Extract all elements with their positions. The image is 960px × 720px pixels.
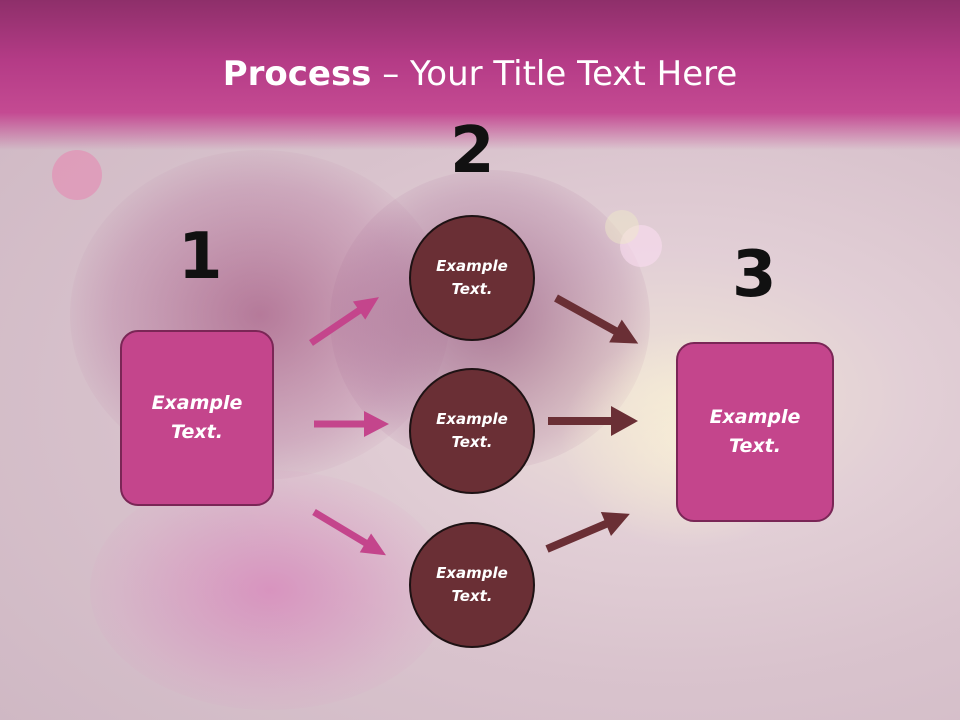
title-rest: – Your Title Text Here [371, 54, 738, 94]
step-number-1: 1 [178, 220, 223, 294]
step-1-box[interactable]: Example Text. [120, 330, 274, 506]
circle-top-line2: Text. [451, 280, 493, 298]
title-bold: Process [222, 54, 372, 94]
arrow-left-top [309, 297, 379, 346]
arrow-left-bottom [312, 508, 387, 556]
arrow-left-middle [314, 411, 389, 437]
circle-bottom-line2: Text. [451, 587, 493, 605]
step-number-3: 3 [732, 238, 777, 312]
circle-middle-line2: Text. [451, 433, 493, 451]
step-3-box[interactable]: Example Text. [676, 342, 834, 522]
background-flower-shape [90, 470, 450, 710]
circle-top-line1: Example [436, 257, 508, 275]
circle-middle[interactable]: Example Text. [409, 368, 535, 494]
slide-title: Process – Your Title Text Here [0, 52, 960, 96]
step-1-line1: Example [151, 392, 243, 414]
title-bar [0, 0, 960, 150]
arrow-right-middle [548, 406, 638, 436]
step-1-line2: Text. [171, 421, 223, 443]
step-3-line2: Text. [729, 435, 781, 457]
step-3-line1: Example [709, 406, 801, 428]
background-bokeh [52, 150, 102, 200]
arrow-right-bottom [545, 512, 630, 553]
circle-top[interactable]: Example Text. [409, 215, 535, 341]
circle-bottom-line1: Example [436, 564, 508, 582]
background-bokeh [620, 225, 662, 267]
step-number-2: 2 [450, 114, 495, 188]
background-bokeh [605, 210, 639, 244]
arrow-right-top [554, 294, 639, 344]
circle-middle-line1: Example [436, 410, 508, 428]
circle-bottom[interactable]: Example Text. [409, 522, 535, 648]
